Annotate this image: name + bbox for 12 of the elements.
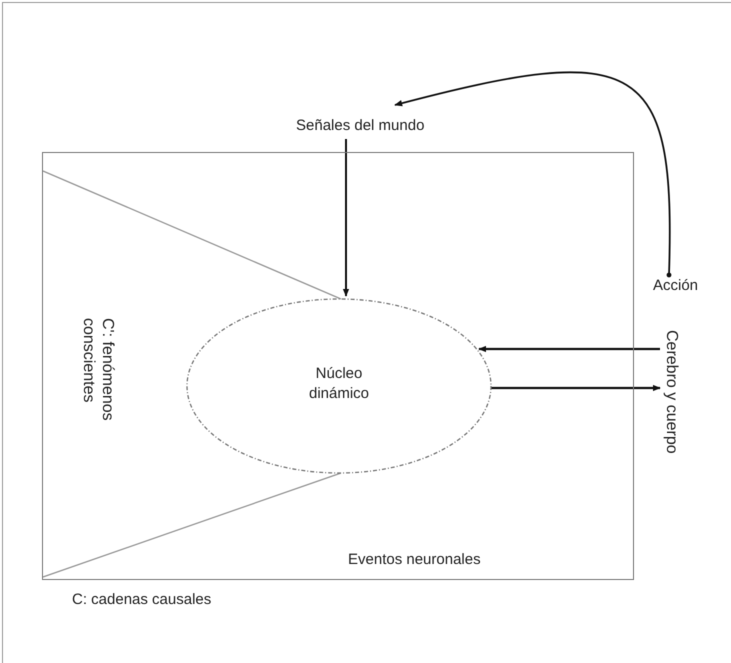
note-text: C: cadenas causales <box>72 591 212 608</box>
box-label: Eventos neuronales <box>348 551 481 568</box>
arrow <box>394 72 672 278</box>
arrow <box>491 384 661 392</box>
cone-label: C': fenómenos conscientes <box>79 318 117 423</box>
arrow <box>342 139 350 297</box>
ellipse-label: Núcleo dinámico <box>308 364 370 404</box>
text-label: Señales del mundo <box>296 117 424 134</box>
text-label: Acción <box>653 277 698 294</box>
rectangle-frame <box>42 152 634 580</box>
vertical-label: Cerebro y cuerpo <box>662 330 681 454</box>
arrow <box>478 346 660 352</box>
